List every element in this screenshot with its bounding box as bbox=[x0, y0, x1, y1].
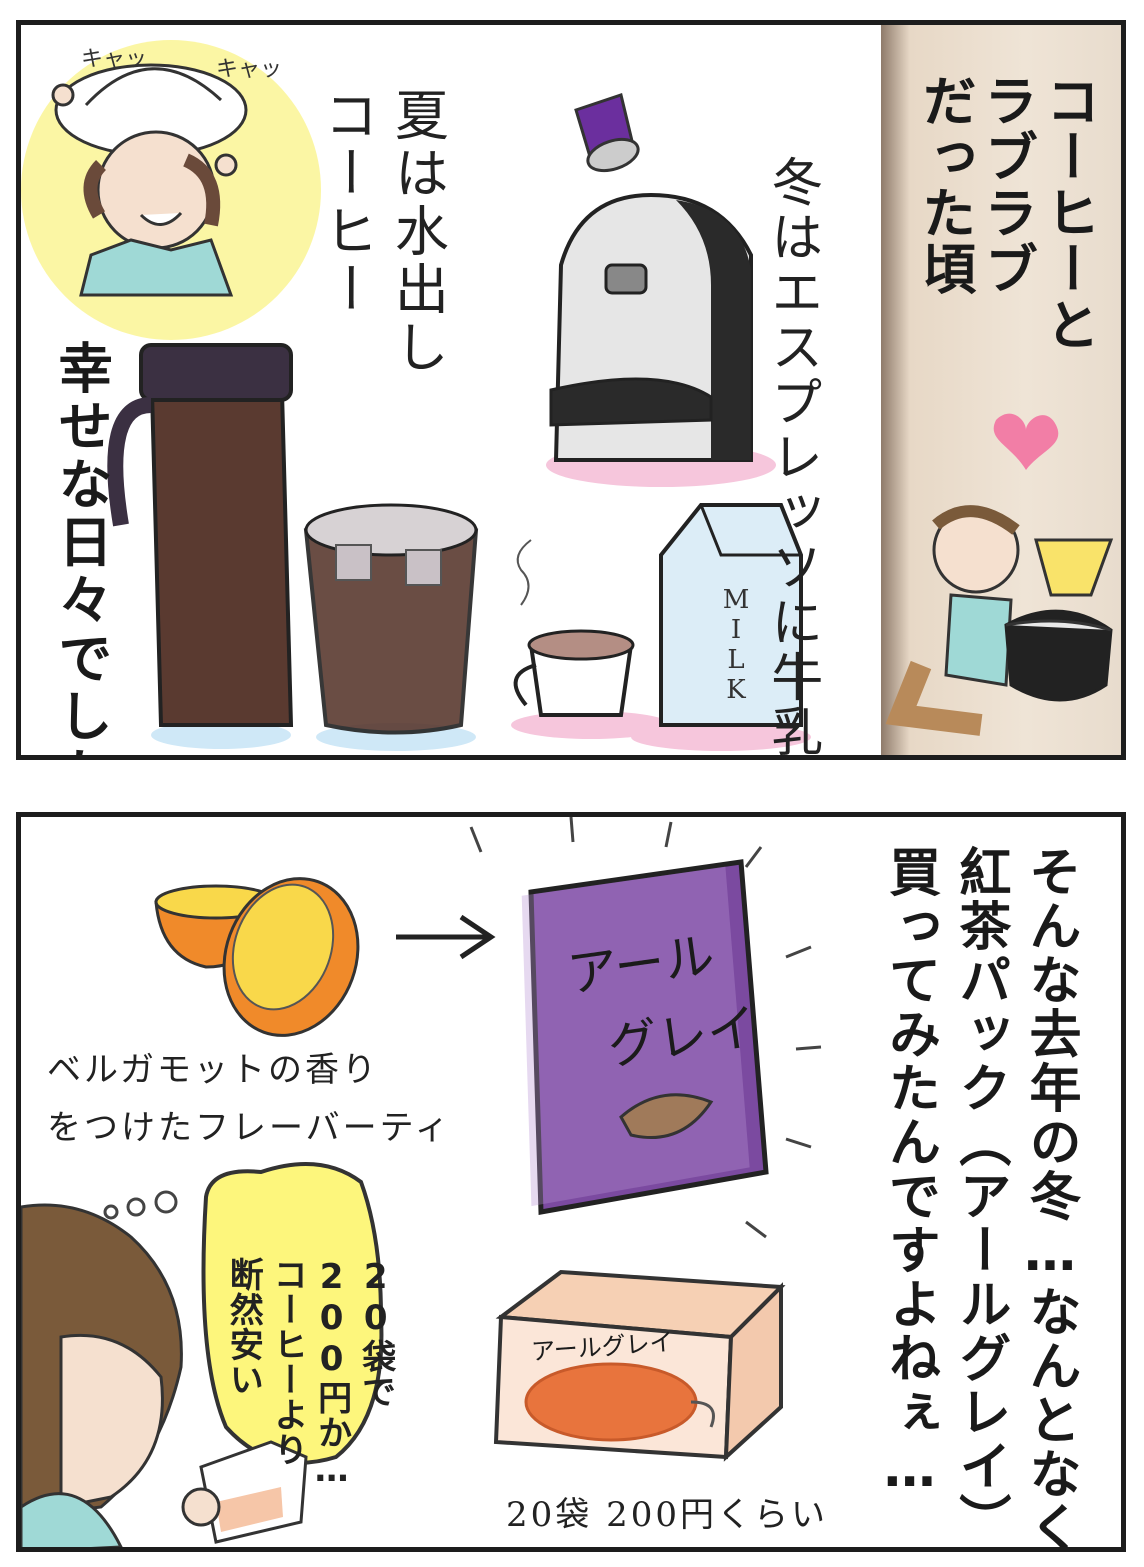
arrow-icon bbox=[396, 914, 496, 960]
small-tea-box-illustration bbox=[181, 1440, 308, 1544]
bergamot-orange-illustration bbox=[154, 877, 360, 1037]
bergamot-line-1: ベルガモットの香り bbox=[47, 1050, 379, 1090]
bergamot-line-2: をつけたフレーバーティ bbox=[47, 1107, 452, 1148]
iced-coffee-glass-illustration bbox=[303, 503, 479, 751]
shine-rays bbox=[469, 817, 822, 1239]
happy-days-caption: 幸せな日々でした bbox=[49, 340, 113, 760]
tea-illustrations bbox=[21, 817, 822, 1547]
panel-title: コーヒーと ラブラブ だった頃 bbox=[912, 73, 1100, 353]
thought-line-1: 20袋で bbox=[355, 1257, 396, 1409]
title-line-2: ラブラブ bbox=[974, 73, 1038, 297]
thought-line-2: 200円か… bbox=[311, 1257, 352, 1491]
milk-label: MILK bbox=[721, 585, 751, 705]
price-note: 20袋 200円くらい bbox=[506, 1495, 828, 1535]
summer-line-2: コーヒー bbox=[315, 87, 379, 319]
sfx-kya-1: キャッ bbox=[81, 47, 148, 72]
woman-in-hat-illustration bbox=[21, 40, 321, 340]
thought-line-3: コーヒーより bbox=[267, 1257, 308, 1467]
thought-line-4: 断然安い bbox=[223, 1257, 264, 1397]
thought-bubble-text: 20袋で 200円か… コーヒーより 断然安い bbox=[221, 1257, 398, 1491]
winter-caption: 冬はエスプレッソに牛乳でラテ bbox=[761, 155, 822, 760]
story-caption: そんな去年の冬…なんとなく 紅茶パック（アールグレイ）を 買ってみたんですよねぇ… bbox=[874, 845, 1085, 1552]
sfx-kya-2: キャッ bbox=[216, 57, 283, 82]
story-line-1: そんな去年の冬…なんとなく bbox=[1020, 845, 1080, 1552]
title-line-1: コーヒーと bbox=[1037, 73, 1100, 353]
milk-carton-illustration bbox=[631, 503, 811, 751]
espresso-capsule-illustration bbox=[574, 93, 640, 173]
earl-grey-package-illustration bbox=[521, 859, 769, 1215]
cold-brew-pitcher-illustration bbox=[107, 343, 294, 749]
person-thinking-illustration bbox=[21, 1203, 183, 1547]
summer-line-1: 夏は水出し bbox=[385, 87, 449, 377]
girl-hugging-coffee-pot-illustration bbox=[885, 413, 1114, 736]
panel-coffee-days: コーヒーと ラブラブ だった頃 bbox=[16, 20, 1126, 760]
coffee-illustrations bbox=[21, 40, 1114, 751]
story-line-2: 紅茶パック（アールグレイ）を bbox=[949, 845, 1010, 1552]
story-line-3: 買ってみたんですよねぇ… bbox=[879, 845, 940, 1501]
panel-earl-grey: アール グレイ アールグレイ そんな去年の冬…なんとなく 紅茶パック（アールグレ… bbox=[16, 812, 1126, 1552]
tea-box-illustration bbox=[493, 1269, 786, 1462]
title-line-3: だった頃 bbox=[912, 73, 976, 297]
espresso-machine-illustration bbox=[546, 192, 776, 487]
thought-bubble bbox=[103, 1162, 384, 1465]
latte-cup-illustration bbox=[511, 539, 671, 739]
summer-caption: 夏は水出し コーヒー bbox=[311, 87, 451, 377]
bergamot-caption: ベルガモットの香り をつけたフレーバーティ bbox=[47, 1042, 452, 1158]
